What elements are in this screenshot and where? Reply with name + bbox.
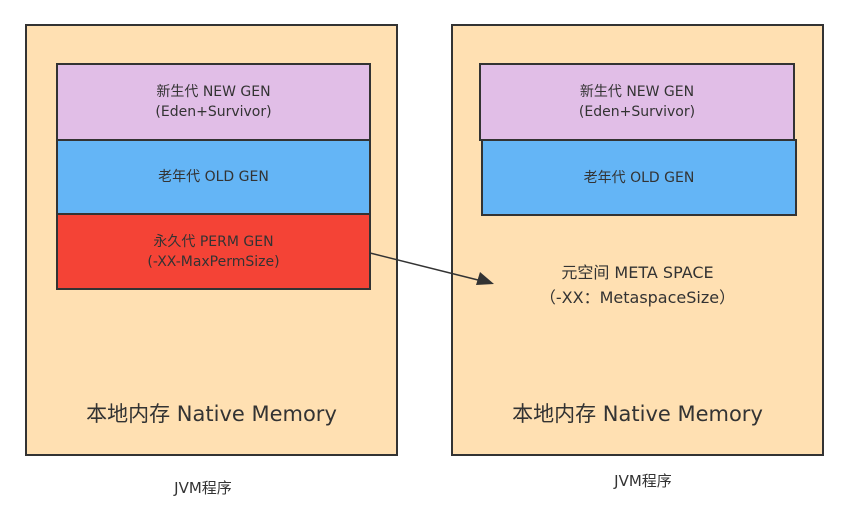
jvm-left-panel: 新生代 NEW GEN (Eden+Survivor) 老年代 OLD GEN … <box>25 24 398 456</box>
left-old-gen-block: 老年代 OLD GEN <box>56 139 371 215</box>
jvm-right-panel: 新生代 NEW GEN (Eden+Survivor) 老年代 OLD GEN … <box>451 24 824 456</box>
right-new-gen-subtitle: (Eden+Survivor) <box>578 104 696 120</box>
right-new-gen-block: 新生代 NEW GEN (Eden+Survivor) <box>479 63 795 141</box>
left-jvm-caption: JVM程序 <box>174 479 232 497</box>
left-old-gen-title: 老年代 OLD GEN <box>158 169 269 185</box>
left-new-gen-subtitle: (Eden+Survivor) <box>155 104 272 120</box>
left-new-gen-block: 新生代 NEW GEN (Eden+Survivor) <box>56 63 371 141</box>
left-perm-gen-title: 永久代 PERM GEN <box>153 233 274 250</box>
meta-space-label: 元空间 META SPACE （-XX：MetaspaceSize） <box>453 260 822 310</box>
left-perm-gen-block: 永久代 PERM GEN (-XX-MaxPermSize) <box>56 213 371 290</box>
left-new-gen-title: 新生代 NEW GEN <box>156 84 271 100</box>
left-native-memory-label: 本地内存 Native Memory <box>86 402 337 426</box>
left-perm-gen-subtitle: (-XX-MaxPermSize) <box>147 253 280 270</box>
right-old-gen-title: 老年代 OLD GEN <box>583 169 695 186</box>
right-old-gen-block: 老年代 OLD GEN <box>481 139 797 216</box>
meta-space-title: 元空间 META SPACE <box>561 263 714 282</box>
right-new-gen-title: 新生代 NEW GEN <box>579 84 695 100</box>
meta-space-subtitle: （-XX：MetaspaceSize） <box>539 288 736 307</box>
right-native-memory-label: 本地内存 Native Memory <box>512 402 763 426</box>
right-jvm-caption: JVM程序 <box>614 472 672 490</box>
